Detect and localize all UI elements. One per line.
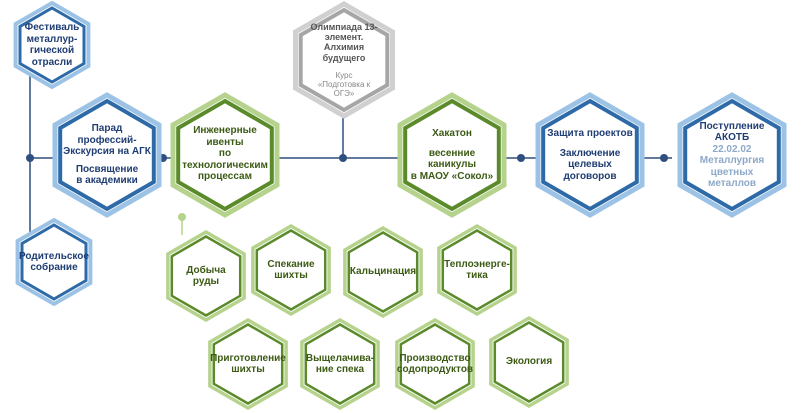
leaching-hex-inner: [304, 323, 376, 405]
ecology-hex-inner: [493, 321, 565, 403]
parents-hex: [15, 217, 93, 307]
hackathon-hex-inner: [403, 98, 501, 212]
defense-hex: [535, 92, 645, 218]
parade-hex: [52, 92, 162, 218]
engineering-hex: [170, 92, 280, 218]
leaching-hex: [300, 317, 380, 411]
charge-prep-hex-inner: [212, 323, 284, 405]
ecology-hex: [489, 315, 569, 409]
dot-4: [517, 154, 525, 162]
sintering-hex: [251, 223, 331, 317]
connector-dots: [26, 154, 668, 221]
charge-prep-hex: [208, 317, 288, 411]
festival-hex: [13, 0, 91, 90]
dot-green: [178, 213, 186, 221]
parents-hex-inner: [20, 223, 88, 301]
soda-hex: [395, 317, 475, 411]
soda-hex-inner: [399, 323, 471, 405]
festival-hex-inner: [18, 6, 86, 84]
dot-olympiad: [339, 154, 347, 162]
heat-power-hex-inner: [441, 229, 513, 311]
calcination-hex: [343, 225, 423, 319]
calcination-hex-inner: [347, 231, 419, 313]
olympiad-hex: [293, 1, 395, 119]
dot-left: [26, 154, 34, 162]
admission-hex-inner: [683, 98, 781, 212]
sintering-hex-inner: [255, 229, 327, 311]
heat-power-hex: [437, 223, 517, 317]
dot-5: [660, 154, 668, 162]
engineering-hex-inner: [176, 98, 274, 212]
mining-hex-inner: [170, 235, 242, 317]
admission-hex: [677, 92, 787, 218]
hexagons: [13, 0, 787, 411]
defense-hex-inner: [541, 98, 639, 212]
parade-hex-inner: [58, 98, 156, 212]
olympiad-hex-inner: [298, 7, 390, 113]
hackathon-hex: [397, 92, 507, 218]
mining-hex: [166, 229, 246, 323]
